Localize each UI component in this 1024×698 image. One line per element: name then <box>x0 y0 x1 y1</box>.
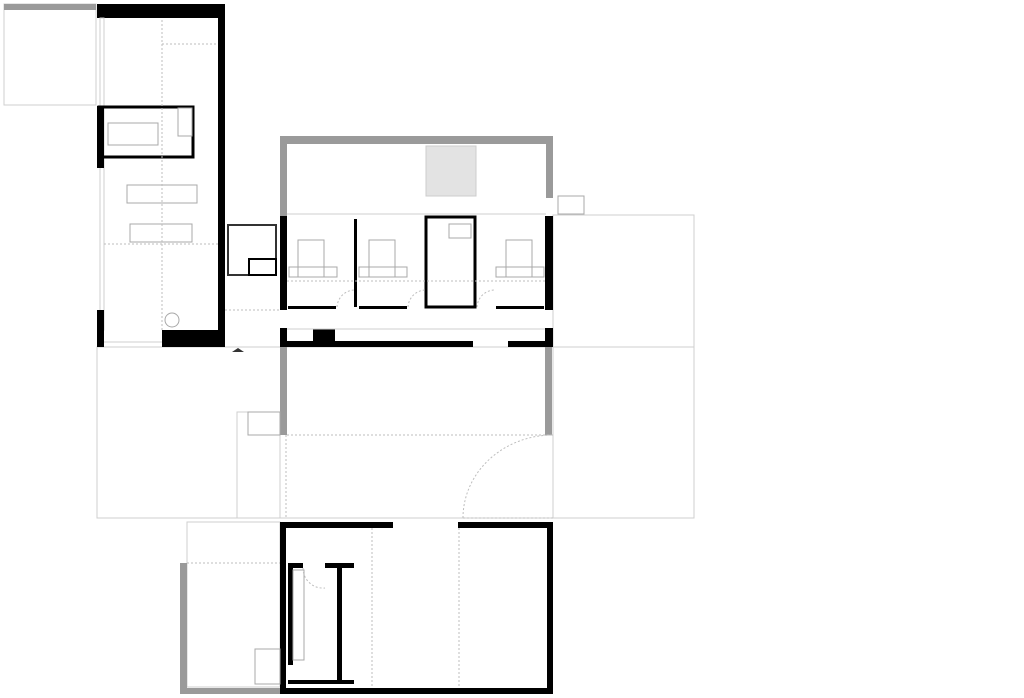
door-swing <box>302 567 326 589</box>
south-wall-b <box>508 341 553 347</box>
east-yard-outline-upper <box>552 214 695 348</box>
annex-yard-outline <box>186 521 281 688</box>
west-wall-corner <box>97 310 104 347</box>
sauna-wall-bottom <box>288 680 354 684</box>
bedroom-wing <box>280 136 585 347</box>
courtyard-wall-west <box>280 347 287 435</box>
terrace-wall <box>4 4 96 10</box>
bed-3 <box>505 239 533 278</box>
east-yard-outline-lower <box>552 346 695 519</box>
ramp-outline <box>236 411 281 519</box>
north-wall-existing <box>280 136 553 144</box>
bed-2 <box>368 239 396 278</box>
sauna-wall-top-a <box>288 563 303 568</box>
connector <box>225 224 280 352</box>
annex <box>180 522 553 694</box>
glazing-west <box>99 17 105 331</box>
west-wall <box>280 216 287 310</box>
kitchen-block <box>97 105 195 159</box>
bathtub <box>448 223 472 239</box>
south-wall <box>162 330 225 347</box>
corridor-wall-west <box>280 328 287 347</box>
stair <box>177 107 193 137</box>
bench-2 <box>358 266 408 278</box>
closet-1 <box>288 306 336 309</box>
west-wall-existing <box>280 136 287 216</box>
door-swing <box>476 289 496 308</box>
storage-block <box>313 329 335 343</box>
courtyard-steps <box>247 411 281 436</box>
dining-table <box>129 223 193 243</box>
annex-yard-wall-south <box>180 688 280 694</box>
annex-south-wall <box>280 688 553 694</box>
courtyard <box>247 347 554 519</box>
annex-west-wall <box>280 522 286 694</box>
sauna-wall-west <box>288 563 293 665</box>
bench-1 <box>288 266 338 278</box>
partition <box>354 219 357 307</box>
annex-steps <box>254 648 281 685</box>
sauna-bench <box>292 569 305 661</box>
east-wall <box>545 216 553 310</box>
annex-yard-wall <box>180 563 187 694</box>
annex-north-wall-a <box>280 522 393 528</box>
bench-3 <box>495 266 545 278</box>
gate-swing <box>462 434 554 519</box>
shower <box>248 258 277 276</box>
bed-1 <box>297 239 325 278</box>
south-wall-a <box>280 341 473 347</box>
courtyard-wall-east <box>545 347 552 435</box>
closet-2 <box>359 306 407 309</box>
north-wall <box>97 4 225 18</box>
door-swing <box>336 289 355 308</box>
annex-north-wall-b <box>458 522 553 528</box>
east-wall <box>218 4 225 347</box>
entrance-arrow-icon <box>232 348 244 352</box>
skylight <box>425 145 477 197</box>
living-wing <box>97 4 225 347</box>
door-swing <box>407 289 427 308</box>
stove <box>164 312 180 328</box>
annex-east-wall <box>547 522 553 694</box>
corridor-wall-east <box>545 328 553 347</box>
outside-steps <box>557 195 585 215</box>
bathroom <box>424 215 477 309</box>
sauna-wall-east <box>337 563 342 683</box>
courtyard-outline <box>96 346 554 519</box>
guest-bathroom <box>227 224 277 276</box>
kitchen-island <box>107 122 159 146</box>
terrace-outline <box>3 3 97 106</box>
east-wall-existing <box>546 136 553 198</box>
closet-3 <box>496 306 544 309</box>
